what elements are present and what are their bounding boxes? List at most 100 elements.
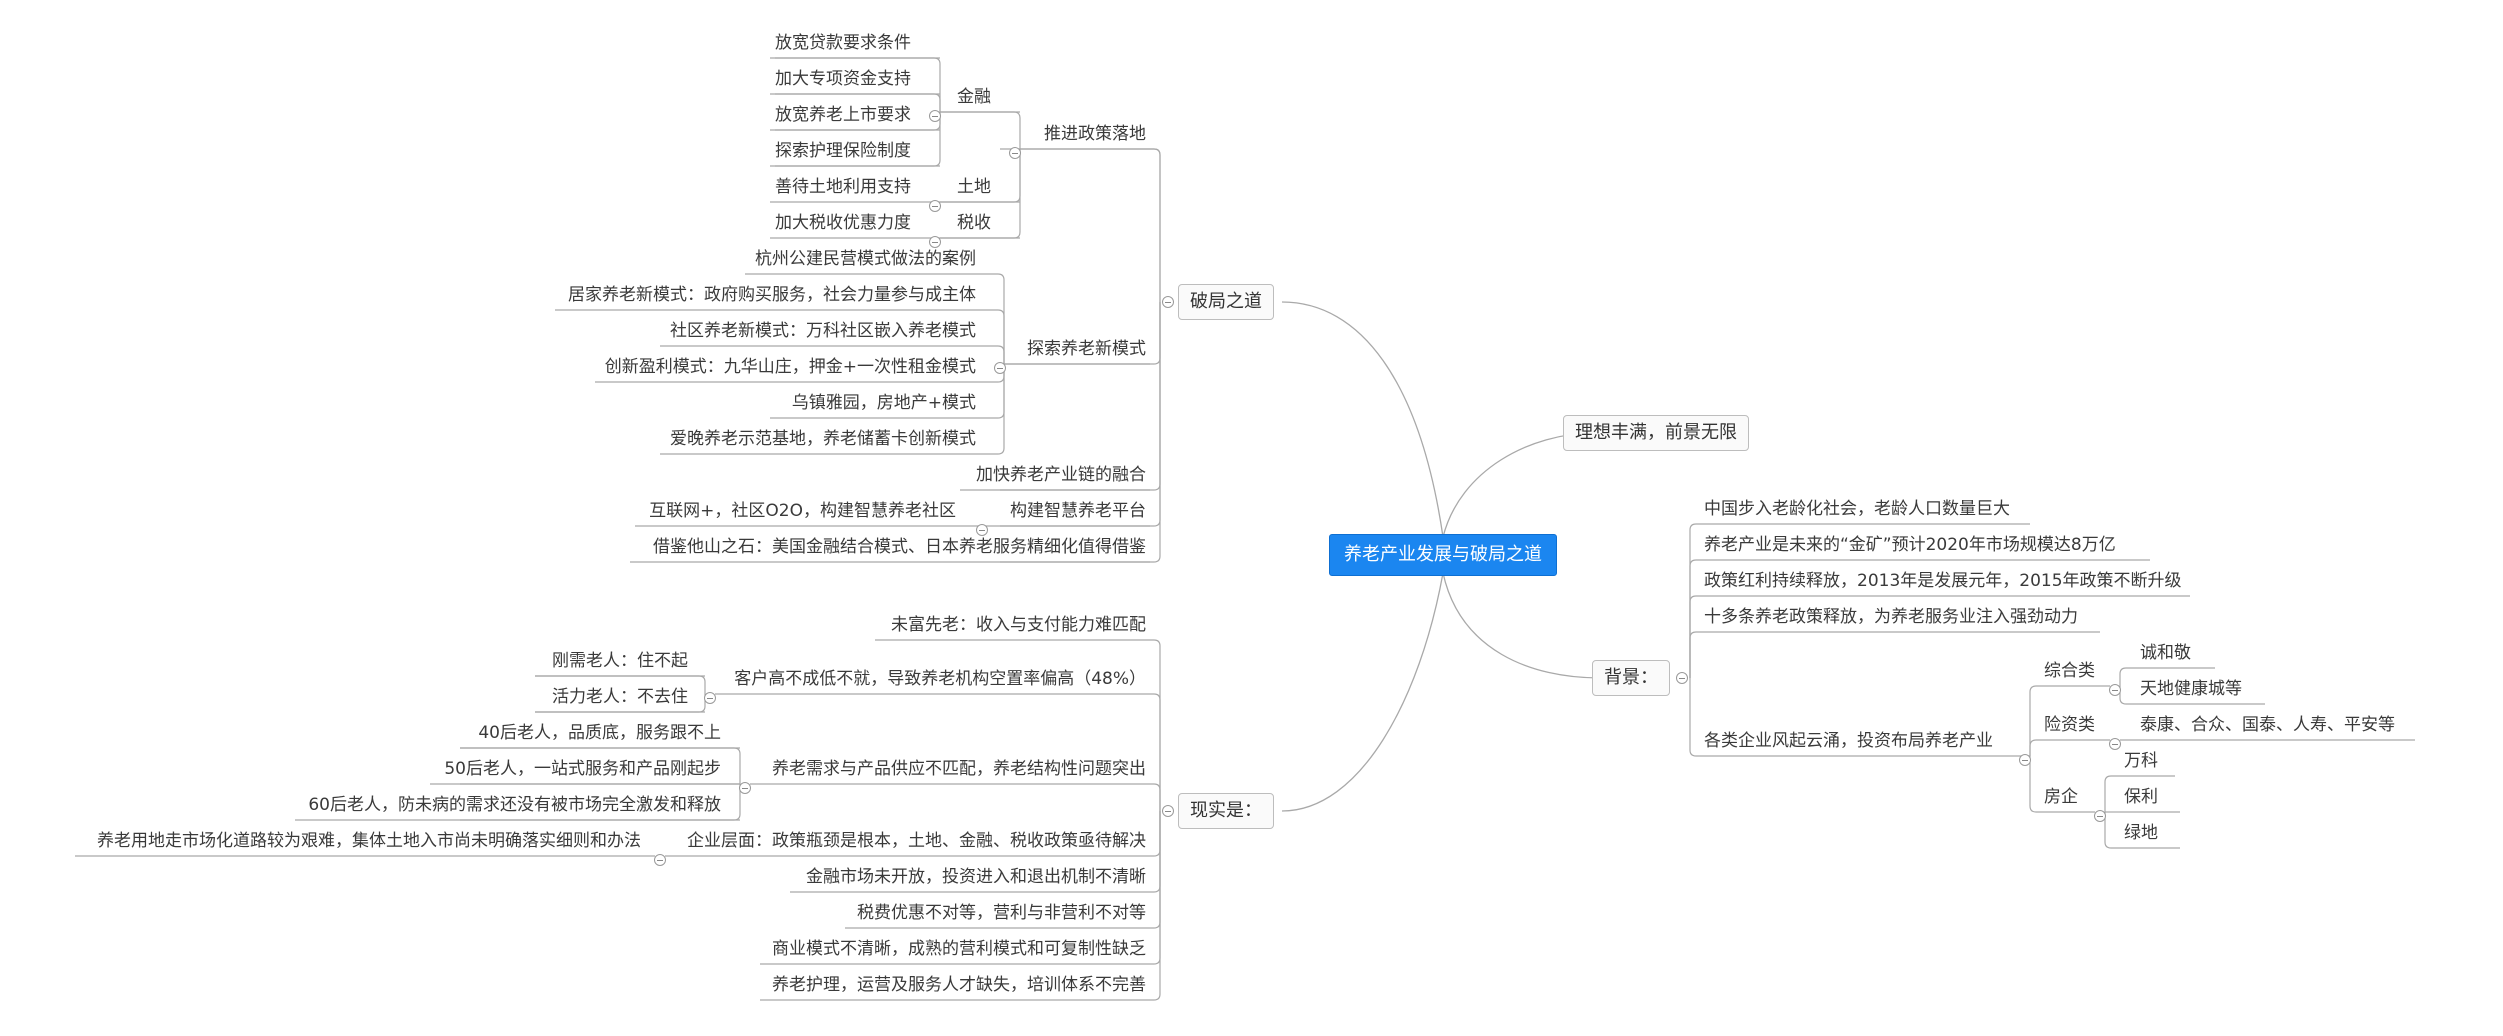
node-goujian[interactable]: 构建智慧养老平台 (1010, 501, 1146, 521)
leaf-xianzi[interactable]: 泰康、合众、国泰、人寿、平安等 (2140, 715, 2395, 735)
connector (1150, 811, 1161, 1001)
connector (1281, 301, 1444, 538)
connector (2104, 812, 2120, 849)
collapse-toggle-tudi[interactable] (929, 200, 941, 212)
node-xuqiu[interactable]: 养老需求与产品供应不匹配，养老结构性问题突出 (772, 759, 1146, 779)
collapse-toggle-tuijin[interactable] (1009, 147, 1021, 159)
leaf-fangqi-3[interactable]: 绿地 (2124, 823, 2158, 843)
connector (1000, 302, 1161, 527)
leaf-tansuo-5[interactable]: 乌镇雅园，房地产+模式 (791, 393, 976, 413)
leaf-tansuo-4[interactable]: 创新盈利模式：九华山庄，押金+一次性租金模式 (604, 357, 976, 377)
leaf-zonghe-2[interactable]: 天地健康城等 (2140, 679, 2242, 699)
leaf-shuishou[interactable]: 加大税收优惠力度 (775, 213, 911, 233)
leaf-beijing-1[interactable]: 中国步入老龄化社会，老龄人口数量巨大 (1704, 499, 2010, 519)
leaf-jinrong-3[interactable]: 放宽养老上市要求 (775, 105, 911, 125)
collapse-toggle-jinrong[interactable] (929, 110, 941, 122)
connector (980, 273, 1005, 364)
node-zonghe[interactable]: 综合类 (2044, 661, 2095, 681)
connector (1150, 148, 1161, 302)
node-shuishou[interactable]: 税收 (957, 213, 991, 233)
leaf-tansuo-3[interactable]: 社区养老新模式：万科社区嵌入养老模式 (670, 321, 976, 341)
leaf-fangqi-1[interactable]: 万科 (2124, 751, 2158, 771)
node-hulirencai[interactable]: 养老护理，运营及服务人才缺失，培训体系不完善 (772, 975, 1146, 995)
collapse-toggle-zonghe[interactable] (2109, 684, 2121, 696)
connector (2119, 686, 2136, 705)
collapse-toggle-goujian[interactable] (976, 524, 988, 536)
connector (1689, 523, 1700, 678)
connector (980, 309, 1005, 364)
node-tansuo[interactable]: 探索养老新模式 (1027, 339, 1146, 359)
leaf-xuqiu-3[interactable]: 60后老人，防未病的需求还没有被市场完全激发和释放 (308, 795, 721, 815)
connector (2029, 685, 2040, 756)
node-tuijin[interactable]: 推进政策落地 (1044, 124, 1146, 144)
leaf-tansuo-1[interactable]: 杭州公建民营模式做法的案例 (755, 249, 976, 269)
leaf-xuqiu-1[interactable]: 40后老人，品质底，服务跟不上 (478, 723, 721, 743)
connector (2104, 775, 2120, 812)
topic-lixiang[interactable]: 理想丰满，前景无限 (1563, 415, 1749, 451)
collapse-toggle-tansuo[interactable] (994, 362, 1006, 374)
node-fangqi[interactable]: 房企 (2044, 787, 2078, 807)
topic-xianshi[interactable]: 现实是： (1178, 793, 1274, 829)
collapse-toggle-xuqiu[interactable] (739, 782, 751, 794)
connector (1689, 631, 1700, 678)
node-tudi[interactable]: 土地 (957, 177, 991, 197)
root-topic[interactable]: 养老产业发展与破局之道 (1329, 534, 1557, 576)
leaf-zonghe-1[interactable]: 诚和敬 (2140, 643, 2191, 663)
collapse-toggle-qiye[interactable] (654, 854, 666, 866)
leaf-tansuo-2[interactable]: 居家养老新模式：政府购买服务，社会力量参与成主体 (568, 285, 976, 305)
connector (1689, 678, 1700, 757)
collapse-toggle-kehu[interactable] (704, 692, 716, 704)
collapse-toggle-xianshi[interactable] (1162, 805, 1174, 817)
leaf-jinrong-1[interactable]: 放宽贷款要求条件 (775, 33, 911, 53)
leaf-jinrong-2[interactable]: 加大专项资金支持 (775, 69, 911, 89)
node-jinrong-shichang[interactable]: 金融市场未开放，投资进入和退出机制不清晰 (806, 867, 1146, 887)
connector (1150, 811, 1161, 965)
node-qiye-touzi[interactable]: 各类企业风起云涌，投资布局养老产业 (1704, 731, 1993, 751)
connector (980, 364, 1005, 455)
leaf-tudi[interactable]: 善待土地利用支持 (775, 177, 911, 197)
leaf-beijing-2[interactable]: 养老产业是未来的“金矿”预计2020年市场规模达8万亿 (1704, 535, 2116, 555)
collapse-toggle-qiye-touzi[interactable] (2019, 754, 2031, 766)
connector (940, 111, 1021, 149)
leaf-jinrong-4[interactable]: 探索护理保险制度 (775, 141, 911, 161)
node-kehu[interactable]: 客户高不成低不就，导致养老机构空置率偏高（48%） (734, 669, 1146, 689)
leaf-fangqi-2[interactable]: 保利 (2124, 787, 2158, 807)
node-shuifei[interactable]: 税费优惠不对等，营利与非营利不对等 (857, 903, 1146, 923)
leaf-kehu-1[interactable]: 刚需老人：住不起 (552, 651, 688, 671)
leaf-xuqiu-2[interactable]: 50后老人，一站式服务和产品刚起步 (444, 759, 721, 779)
connector (1150, 811, 1161, 857)
connector (1689, 559, 1700, 678)
connector (1000, 148, 1161, 302)
connector (1281, 572, 1444, 812)
connector (1150, 811, 1161, 893)
connector (1150, 783, 1161, 811)
topic-pojiu[interactable]: 破局之道 (1178, 284, 1274, 320)
collapse-toggle-pojiu[interactable] (1162, 296, 1174, 308)
connector (1150, 811, 1161, 929)
connector (1000, 302, 1161, 491)
leaf-kehu-2[interactable]: 活力老人：不去住 (552, 687, 688, 707)
node-jiakuai[interactable]: 加快养老产业链的融合 (976, 465, 1146, 485)
collapse-toggle-beijing[interactable] (1676, 672, 1688, 684)
node-weifu[interactable]: 未富先老：收入与支付能力难匹配 (891, 615, 1146, 635)
topic-beijing[interactable]: 背景： (1592, 660, 1670, 696)
leaf-beijing-3[interactable]: 政策红利持续释放，2013年是发展元年，2015年政策不断升级 (1704, 571, 2182, 591)
node-jiejian[interactable]: 借鉴他山之石：美国金融结合模式、日本养老服务精细化值得借鉴 (653, 537, 1146, 557)
leaf-goujian[interactable]: 互联网+，社区O2O，构建智慧养老社区 (649, 501, 956, 521)
connector (1150, 693, 1161, 811)
collapse-toggle-xianzi[interactable] (2109, 738, 2121, 750)
leaf-qiye-cengmian[interactable]: 养老用地走市场化道路较为艰难，集体土地入市尚未明确落实细则和办法 (97, 831, 641, 851)
node-xianzi[interactable]: 险资类 (2044, 715, 2095, 735)
connector (2119, 667, 2136, 686)
node-jinrong[interactable]: 金融 (957, 87, 991, 107)
connector (980, 345, 1005, 364)
leaf-beijing-4[interactable]: 十多条养老政策释放，为养老服务业注入强劲动力 (1704, 607, 2078, 627)
collapse-toggle-shuishou[interactable] (929, 236, 941, 248)
connector (1000, 302, 1161, 563)
node-qiye-cengmian[interactable]: 企业层面：政策瓶颈是根本，土地、金融、税收政策亟待解决 (687, 831, 1146, 851)
collapse-toggle-fangqi[interactable] (2094, 810, 2106, 822)
node-shangye[interactable]: 商业模式不清晰，成熟的营利模式和可复制性缺乏 (772, 939, 1146, 959)
leaf-tansuo-6[interactable]: 爱晚养老示范基地，养老储蓄卡创新模式 (670, 429, 976, 449)
